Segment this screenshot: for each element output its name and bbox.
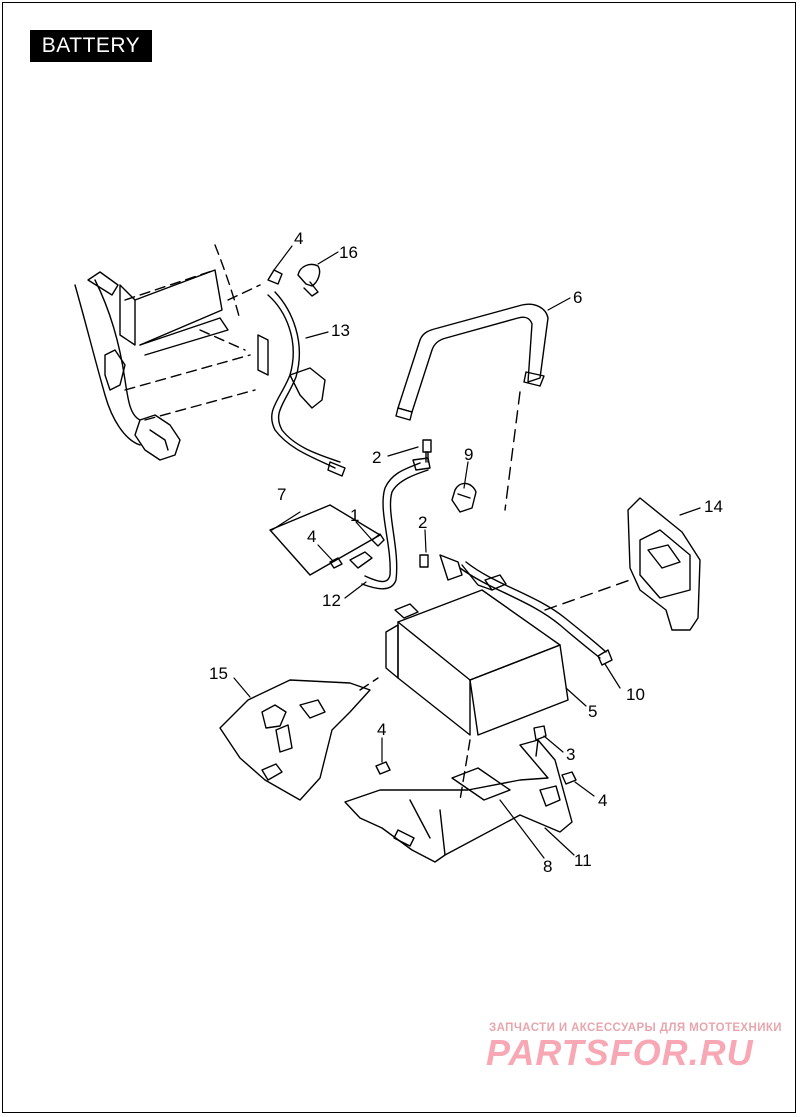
callout-9: 9 (464, 445, 473, 464)
cable-10 (459, 561, 613, 666)
cover-9 (451, 482, 477, 513)
callout-13: 13 (331, 321, 350, 340)
callout-12: 12 (322, 591, 341, 610)
callout-10: 10 (626, 685, 645, 704)
page-title: BATTERY (30, 30, 152, 62)
tray-11 (344, 739, 573, 863)
callout-4: 4 (307, 527, 316, 546)
callout-labels: 4 16 13 6 2 9 7 1 2 4 14 12 15 10 5 4 3 … (209, 229, 723, 876)
bracket-14 (544, 497, 701, 631)
callout-8: 8 (543, 857, 552, 876)
cable-12 (349, 457, 431, 590)
stud-16 (297, 263, 321, 297)
callout-16: 16 (339, 243, 358, 262)
strap-6 (395, 303, 549, 511)
callout-4: 4 (294, 229, 303, 248)
bracket-15 (219, 677, 379, 801)
frame-section (74, 244, 269, 461)
callout-7: 7 (277, 485, 286, 504)
callout-11: 11 (574, 851, 592, 870)
kit-7 (269, 504, 429, 576)
callout-1: 1 (350, 506, 359, 525)
callout-5: 5 (588, 702, 597, 721)
callout-4: 4 (598, 791, 607, 810)
callout-2: 2 (418, 513, 427, 532)
bolt-2-upper (422, 439, 432, 463)
nut-4-lower (375, 761, 391, 775)
callout-14: 14 (704, 497, 723, 516)
battery-5 (385, 554, 569, 736)
callout-6: 6 (573, 288, 582, 307)
callout-3: 3 (566, 745, 575, 764)
nut-4-right (561, 771, 577, 785)
cable-13 (267, 269, 346, 477)
watermark-subtitle: ЗАПЧАСТИ И АКСЕССУАРЫ ДЛЯ МОТОТЕХНИКИ (489, 1022, 782, 1034)
watermark-brand: PARTSFOR.RU (486, 1032, 754, 1073)
callout-15: 15 (209, 664, 228, 683)
callout-4: 4 (377, 720, 386, 739)
leader-lines (233, 245, 701, 859)
pad-8 (451, 767, 511, 801)
callout-2: 2 (372, 448, 381, 467)
screw-3 (533, 725, 547, 757)
